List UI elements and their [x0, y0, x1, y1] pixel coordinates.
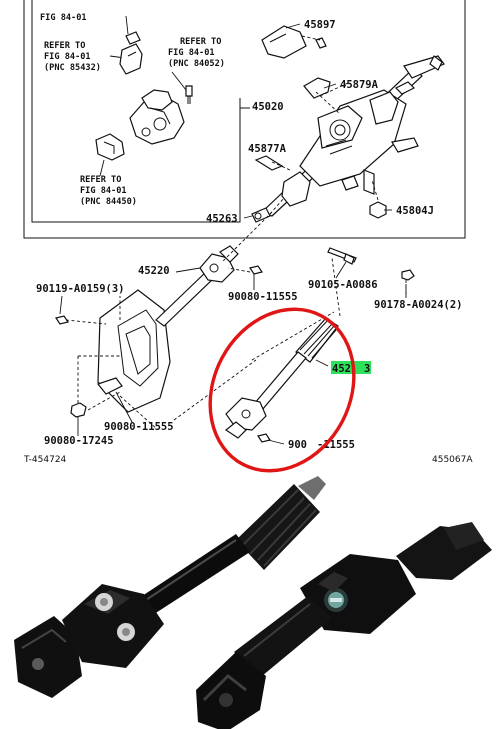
nut-90080-lower — [70, 402, 87, 418]
bolt-90080-upper — [227, 265, 263, 275]
fig-ref-top: FIG 84-01 — [40, 13, 87, 23]
assembly-lines-lower — [77, 211, 341, 431]
label-90080-middle: 90080-11555 — [104, 421, 174, 433]
label-45203-part-a: 452 — [332, 363, 351, 375]
label-45220: 45220 — [138, 265, 170, 277]
label-leaders-top — [243, 83, 392, 219]
ref3-line3: (PNC 84450) — [80, 197, 137, 207]
photo-shaft-right — [196, 522, 492, 729]
column-assembly-frame — [23, 0, 466, 239]
code-left: T-454724 — [23, 455, 67, 465]
ref2-line1: REFER TO — [180, 37, 221, 47]
reference-leaders — [99, 15, 187, 177]
code-right: 455067A — [432, 455, 473, 465]
highlight-circle — [208, 307, 356, 473]
ref3-line2: FIG 84-01 — [80, 186, 127, 196]
switch-part-top — [119, 31, 143, 75]
bolt-90080-shaft — [257, 433, 271, 443]
label-90080-shaft-a: 900 — [288, 439, 307, 451]
label-45877a: 45877A — [248, 143, 287, 155]
label-45263: 45263 — [206, 213, 238, 225]
pin-45877a — [254, 155, 284, 171]
label-leaders-lower — [59, 261, 407, 445]
ref3-line1: REFER TO — [80, 175, 121, 185]
ignition-lock-housing — [129, 89, 185, 145]
label-90080-lower: 90080-17245 — [44, 435, 114, 447]
label-90119: 90119-A0159(3) — [36, 283, 125, 295]
clip-45879a — [303, 77, 341, 115]
steering-shaft-45203 — [224, 317, 339, 439]
bolt-45263 — [251, 207, 271, 223]
label-90178: 90178-A0024(2) — [374, 299, 463, 311]
small-screw-a — [185, 85, 193, 104]
label-45879a: 45879A — [340, 79, 379, 91]
bolt-90105 — [327, 247, 357, 265]
ref1-line3: (PNC 85432) — [44, 63, 101, 73]
label-90080-upper: 90080-11555 — [228, 291, 298, 303]
ref2-line3: (PNC 84052) — [168, 59, 225, 69]
label-45020: 45020 — [252, 101, 284, 113]
assembly-lines-top — [269, 35, 351, 215]
label-45203-part-b: 3 — [364, 363, 370, 375]
ref1-line2: FIG 84-01 — [44, 52, 91, 62]
label-45897: 45897 — [304, 19, 336, 31]
ref1-line1: REFER TO — [44, 41, 85, 51]
label-highlight — [331, 361, 371, 374]
bracket-45897 — [261, 23, 327, 59]
nut-45804j — [369, 179, 387, 219]
label-45804j: 45804J — [396, 205, 434, 217]
intermediate-shaft-45220 — [96, 245, 239, 413]
steering-column-45020 — [260, 55, 445, 217]
nut-90178 — [401, 269, 415, 296]
bolt-90119 — [55, 315, 107, 325]
label-90105: 90105-A0086 — [308, 279, 378, 291]
photo-shaft-left — [14, 476, 326, 698]
lock-cylinder-part — [95, 133, 125, 161]
ref2-line2: FIG 84-01 — [168, 48, 215, 58]
